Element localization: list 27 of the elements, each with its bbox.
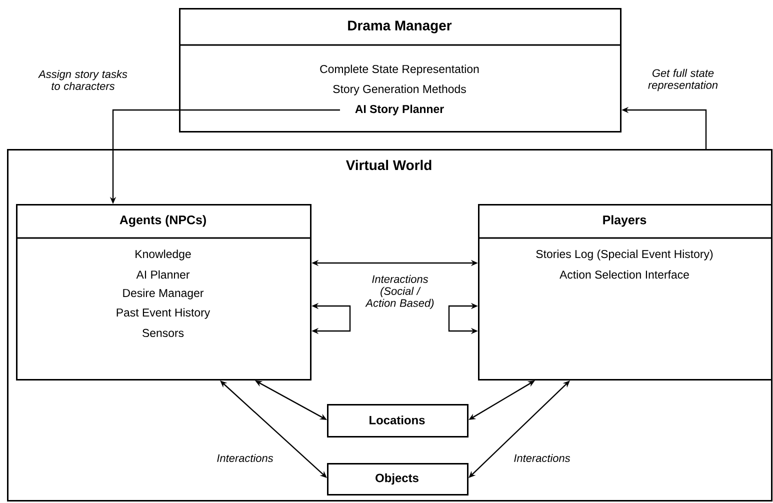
box-title: Agents (NPCs) — [120, 215, 206, 227]
box-title: Locations — [370, 416, 425, 424]
list-item: AI Story Planner — [355, 104, 444, 116]
entity-box — [327, 404, 468, 438]
entity-box — [7, 149, 772, 502]
entity-box — [327, 463, 468, 496]
box-title: Drama Manager — [348, 20, 452, 34]
titled-box — [16, 204, 312, 380]
list-item: Sensors — [142, 328, 184, 338]
box-title: Virtual World — [346, 160, 432, 170]
box-title: Objects — [376, 473, 418, 485]
edge-label: Get full state representation — [648, 68, 718, 92]
list-item: Knowledge — [136, 250, 191, 260]
list-item: Complete State Representation — [320, 64, 479, 76]
list-item: Past Event History — [116, 308, 210, 319]
list-item: Stories Log (Special Event History) — [536, 250, 713, 260]
titled-box — [478, 204, 772, 380]
list-item: Action Selection Interface — [560, 270, 689, 279]
list-item: Story Generation Methods — [333, 84, 466, 96]
edge-label: Interactions (Social / Action Based) — [365, 274, 434, 310]
edge-label: Assign story tasks to characters — [38, 70, 128, 90]
titled-box — [179, 8, 622, 132]
box-title: Players — [603, 215, 646, 227]
edge-label: Interactions — [217, 454, 274, 462]
edge-label: Interactions — [514, 454, 570, 462]
list-item: Desire Manager — [123, 288, 204, 300]
list-item: AI Planner — [136, 270, 190, 279]
